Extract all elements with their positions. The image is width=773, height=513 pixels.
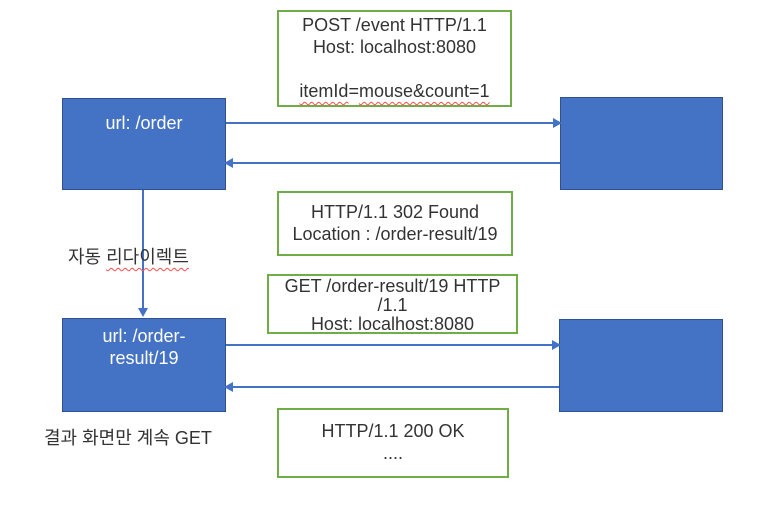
request-line: GET /order-result/19 HTTP (284, 276, 501, 296)
response-302-note: HTTP/1.1 302 Found Location : /order-res… (277, 191, 513, 256)
ok-response-arrow (224, 382, 559, 392)
response-200-note: HTTP/1.1 200 OK .... (277, 408, 509, 478)
client-order-result-box: url: /order- result/19 (62, 318, 226, 412)
get-request-arrow (226, 340, 561, 350)
post-request-note: POST /event HTTP/1.1 Host: localhost:808… (277, 10, 512, 107)
location-header-line: Location : /order-result/19 (292, 224, 498, 244)
form-body-line: itemId=mouse&count=1 (279, 80, 510, 102)
redirect-response-arrow (224, 158, 560, 168)
arrowhead-right-icon (552, 340, 561, 350)
form-body-value: mouse&count=1 (358, 81, 490, 101)
get-request-note: GET /order-result/19 HTTP /1.1 Host: loc… (267, 274, 518, 334)
blank-line (279, 58, 510, 80)
form-body-key: itemId (299, 81, 349, 101)
auto-redirect-label: 자동 리다이렉트 (68, 243, 189, 269)
post-request-arrow (226, 118, 562, 128)
result-screen-note: 결과 화면만 계속 GET (44, 428, 212, 448)
arrowhead-left-icon (224, 382, 233, 392)
auto-redirect-term: 리다이렉트 (106, 247, 189, 267)
status-line: HTTP/1.1 200 OK (321, 421, 465, 441)
client-result-url-line1: url: /order- (102, 326, 186, 346)
server-box-top (560, 97, 723, 190)
client-order-box: url: /order (62, 98, 226, 190)
arrowhead-right-icon (553, 118, 562, 128)
client-order-url-label: url: /order (105, 113, 183, 133)
form-body-separator: = (348, 81, 359, 101)
request-line-wrap: /1.1 (377, 295, 408, 315)
request-line: POST /event HTTP/1.1 (302, 15, 487, 35)
ellipsis-line: .... (382, 443, 403, 463)
arrowhead-left-icon (224, 158, 233, 168)
server-box-bottom (559, 319, 723, 412)
auto-redirect-prefix: 자동 (68, 247, 107, 267)
host-header-line: Host: localhost:8080 (312, 37, 477, 57)
host-header-line: Host: localhost:8080 (310, 314, 475, 334)
auto-redirect-arrow (138, 190, 148, 317)
status-line: HTTP/1.1 302 Found (310, 202, 480, 222)
client-result-url-line2: result/19 (109, 348, 179, 368)
arrowhead-down-icon (138, 308, 148, 317)
